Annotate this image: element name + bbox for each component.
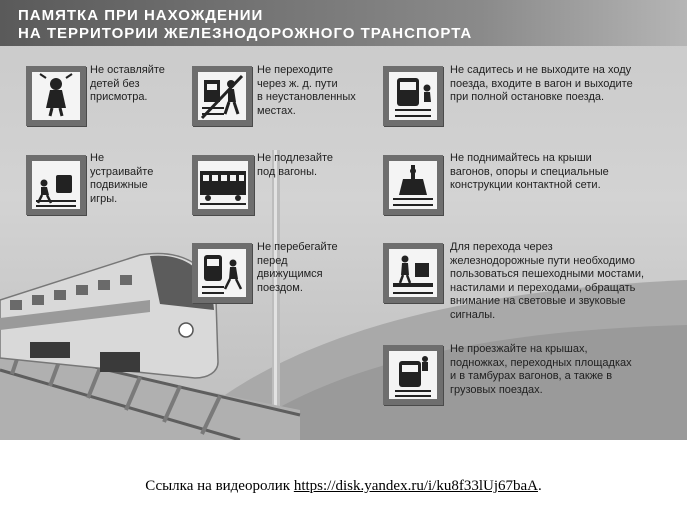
safety-poster: ПАМЯТКА ПРИ НАХОЖДЕНИИ НА ТЕРРИТОРИИ ЖЕЛ… [0, 0, 687, 440]
rule-boarding-text: Не садитесь и не выходите на ходу поезда… [450, 64, 633, 103]
video-link[interactable]: https://disk.yandex.ru/i/ku8f33lUj67baA [293, 478, 538, 494]
no-games-icon [36, 175, 76, 207]
no-riding-outside-icon [395, 356, 431, 397]
rule-running-sign [192, 243, 252, 303]
no-climbing-icon [393, 165, 433, 206]
rule-crossing-text: Не переходите через ж. д. пути в неустан… [257, 64, 356, 117]
rule-games-sign [26, 155, 86, 215]
railway-scene-illustration [0, 150, 687, 440]
rule-boarding-sign [383, 66, 443, 126]
rule-bridges-sign [383, 243, 443, 303]
no-running-before-train-icon [202, 255, 243, 294]
rule-roofs-climb-sign [383, 155, 443, 215]
poster-header: ПАМЯТКА ПРИ НАХОЖДЕНИИ НА ТЕРРИТОРИИ ЖЕЛ… [0, 0, 687, 46]
rule-crossing-sign [192, 66, 252, 126]
rule-under-wagons-text: Не подлезайте под вагоны. [257, 152, 334, 178]
rule-roofs-climb-text: Не поднимайтесь на крыши вагонов, опоры … [450, 152, 609, 191]
rule-running-text: Не перебегайте перед движущимся поездом. [257, 241, 338, 294]
poster-title-line-1: ПАМЯТКА ПРИ НАХОЖДЕНИИ [18, 7, 264, 24]
rule-under-wagons-sign [192, 155, 254, 215]
video-link-caption: Ссылка на видеоролик https://disk.yandex… [0, 478, 687, 495]
rule-children-text: Не оставляйте детей без присмотра. [90, 64, 165, 103]
rule-riding-text: Не проезжайте на крышах, подножках, пере… [450, 343, 632, 396]
no-boarding-moving-train-icon [395, 78, 431, 117]
rule-children-sign [26, 66, 86, 126]
caption-suffix: . [537, 478, 542, 494]
rule-games-text: Не устраивайте подвижные игры. [90, 152, 154, 205]
no-crawling-under-wagons-icon [200, 171, 246, 205]
rule-bridges-text: Для перехода через железнодорожные пути … [450, 241, 645, 321]
no-crossing-tracks-icon [200, 74, 244, 120]
caption-prefix: Ссылка на видеоролик [145, 478, 294, 494]
child-alone-icon [39, 73, 73, 117]
rule-riding-sign [383, 345, 443, 405]
pedestrian-bridge-icon [393, 255, 433, 294]
poster-title-line-2: НА ТЕРРИТОРИИ ЖЕЛЕЗНОДОРОЖНОГО ТРАНСПОРТ… [18, 25, 473, 42]
